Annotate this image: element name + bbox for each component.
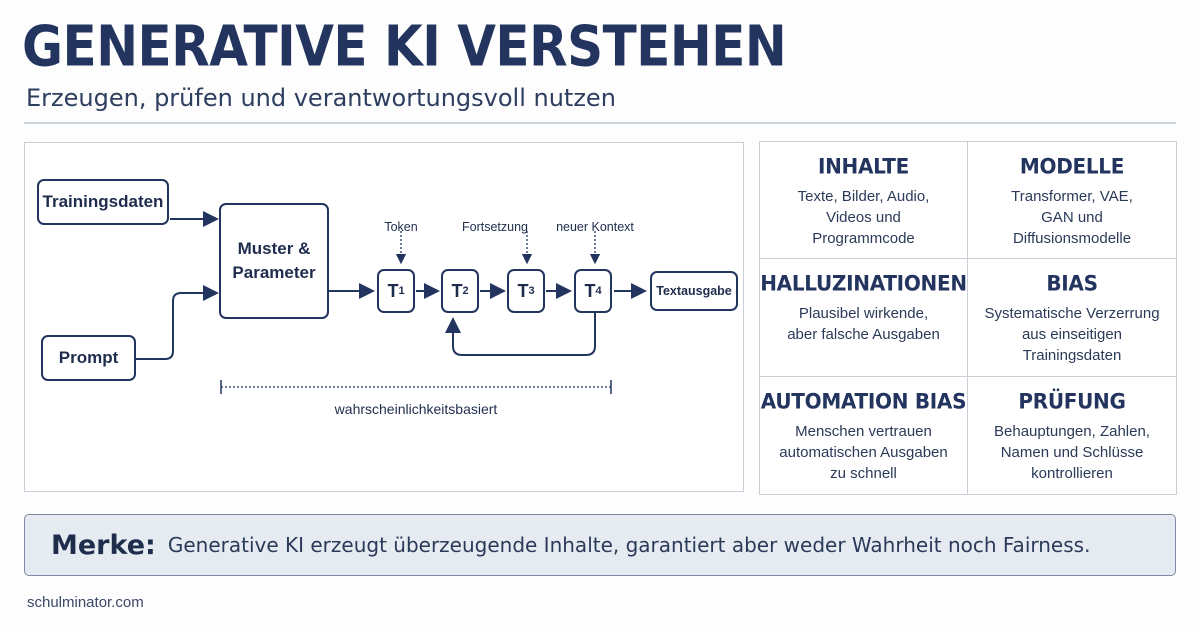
concept-title: AUTOMATION BIAS [760, 387, 967, 414]
concept-cell-automation-bias: AUTOMATION BIAS Menschen vertrauen autom… [760, 376, 968, 494]
label-neuer-kontext: neuer Kontext [556, 220, 634, 234]
concept-text: Systematische Verzerrung aus einseitigen… [984, 305, 1160, 365]
arrow-feedback-loop [445, 313, 596, 356]
concept-title: INHALTE [817, 153, 910, 179]
concept-text: Behauptungen, Zahlen, Namen und Schlüsse… [994, 422, 1150, 482]
input-trainingsdaten: Trainingsdaten [37, 179, 169, 225]
summary-text: Generative KI erzeugt überzeugende Inhal… [167, 533, 1091, 557]
concept-text: Menschen vertrauen automatischen Ausgabe… [779, 422, 948, 482]
concept-title: HALLUZINATIONEN [760, 270, 967, 297]
output-textausgabe: Textausgabe [650, 271, 738, 311]
concept-title: BIAS [1046, 270, 1098, 297]
concept-cell-inhalte: INHALTE Texte, Bilder, Audio, Videos und… [760, 142, 968, 260]
summary-box: Merke: Generative KI erzeugt überzeugend… [24, 514, 1176, 576]
concept-grid: INHALTE Texte, Bilder, Audio, Videos und… [759, 141, 1177, 495]
concept-text: Transformer, VAE, GAN und Diffusionsmode… [1011, 188, 1133, 247]
label-token: Token [384, 220, 418, 234]
arrow-prompt-to-model [135, 285, 219, 360]
concept-cell-pruefung: PRÜFUNG Behauptungen, Zahlen, Namen und … [968, 377, 1176, 494]
concept-cell-modelle: MODELLE Transformer, VAE, GAN und Diffus… [968, 142, 1176, 260]
concept-text: Plausibel wirkende, aber falsche Ausgabe… [787, 305, 940, 344]
diagram-connectors [135, 211, 647, 394]
input-prompt: Prompt [41, 335, 136, 381]
label-fortsetzung: Fortsetzung [461, 220, 529, 234]
concept-title: MODELLE [1019, 153, 1125, 179]
page-title: GENERATIVE KI VERSTEHEN [22, 14, 787, 79]
concept-cell-halluzinationen: HALLUZINATIONEN Plausibel wirkende, aber… [760, 259, 968, 377]
title-divider [24, 122, 1176, 124]
generation-diagram: Trainingsdaten Prompt Muster & Parameter… [24, 142, 744, 492]
concept-text: Texte, Bilder, Audio, Videos und Program… [797, 188, 930, 247]
concept-cell-bias: BIAS Systematische Verzerrung aus einsei… [968, 259, 1176, 377]
concept-title: PRÜFUNG [1018, 387, 1126, 414]
summary-label: Merke: [51, 529, 156, 561]
model-box: Muster & Parameter [219, 203, 329, 319]
label-wahrscheinlichkeitsbasiert: wahrscheinlichkeitsbasiert [334, 401, 498, 417]
page-subtitle: Erzeugen, prüfen und verantwortungsvoll … [26, 84, 616, 112]
footer-site: schulminator.com [27, 594, 144, 611]
